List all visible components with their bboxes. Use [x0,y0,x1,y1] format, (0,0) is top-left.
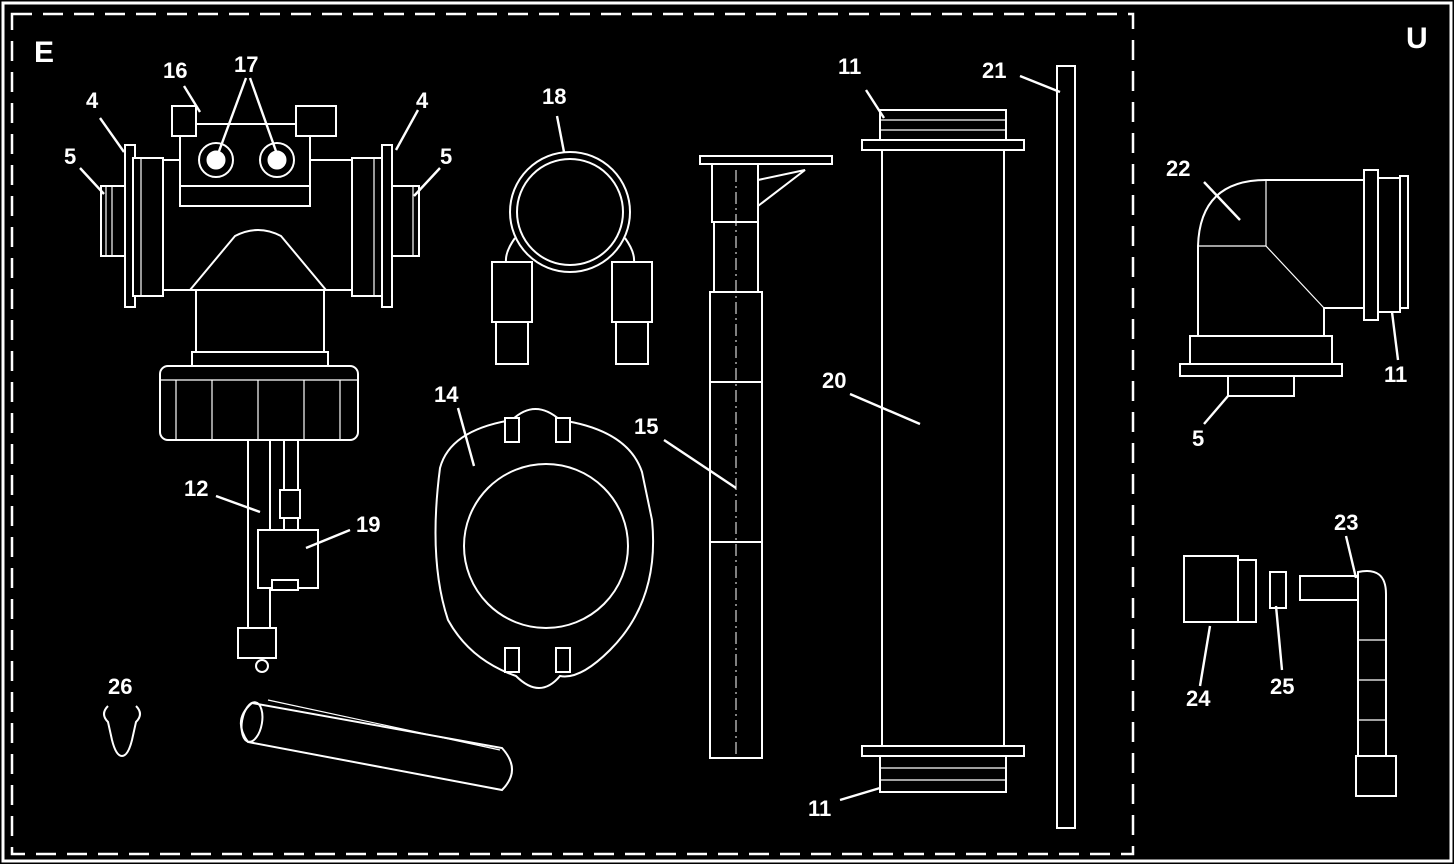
callout-15: 15 [634,414,658,439]
pipe-clamp [434,408,655,689]
level-probe-kit [1183,555,1397,797]
pipe-column [861,109,1025,793]
callout-16: 16 [163,58,187,83]
callout-11-top: 11 [838,54,861,79]
right-flange-ring [381,144,393,308]
right-flange [351,157,383,297]
callout-12: 12 [184,476,208,501]
callout-11-bottom: 11 [808,796,831,821]
callout-14: 14 [434,382,459,407]
float-cylinder [240,701,513,792]
switch-housing [257,529,319,589]
callout-26: 26 [108,674,132,699]
sensor-cable [491,151,653,365]
left-flange [132,157,164,297]
left-adapter [100,185,129,257]
callout-23: 23 [1334,510,1358,535]
callout-11-elbow: 11 [1384,362,1407,387]
small-fitting [1269,571,1287,609]
callout-21: 21 [982,58,1006,83]
right-adapter [391,185,420,257]
cable-plug-right [611,261,653,323]
cable-plug-left [491,261,533,323]
callout-5-elbow: 5 [1192,426,1204,451]
callout-25: 25 [1270,674,1294,699]
tee-lower-body [195,289,325,353]
float-switch-assembly [237,439,513,792]
leader-lines [79,74,1400,802]
cap-nut [1183,555,1239,623]
section-label-u: U [1406,22,1428,55]
support-rod [1056,65,1076,829]
callout-20: 20 [822,368,846,393]
callout-17: 17 [234,52,258,77]
pipe-body [881,149,1005,747]
callout-18: 18 [542,84,566,109]
callout-19: 19 [356,512,380,537]
section-e-boundary [10,12,1135,856]
callout-4-right: 4 [416,88,429,113]
callout-5-right: 5 [440,144,452,169]
callout-4-left: 4 [86,88,99,113]
retaining-clip [103,705,141,758]
callout-5-left: 5 [64,144,76,169]
callout-22: 22 [1166,156,1190,181]
section-label-e: E [34,36,54,69]
union-nut [159,365,359,441]
tee-cone [187,229,329,291]
callout-labels: E U 4 5 16 17 4 5 18 11 21 22 11 20 14 1… [34,22,1428,821]
elbow-fitting [1179,169,1409,397]
probe-rod [699,155,833,759]
callout-24: 24 [1186,686,1211,711]
tee-body-assembly [100,105,420,441]
